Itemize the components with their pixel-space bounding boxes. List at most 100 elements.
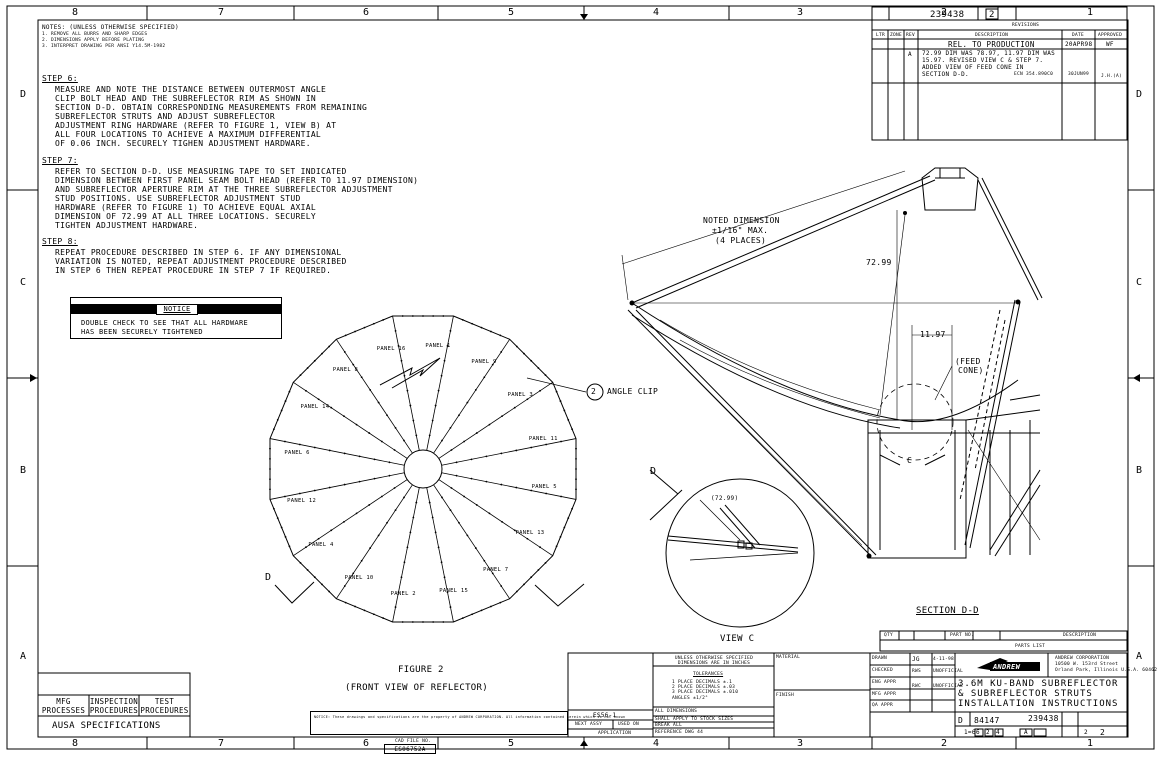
- section-arrow-left: [274, 581, 315, 604]
- step-7-title: STEP 7:: [42, 156, 78, 165]
- seam-bolt: [501, 415, 503, 418]
- seam-bolt: [328, 449, 331, 452]
- seam-bolt: [515, 449, 518, 452]
- tolerance-extra-1: ALL DIMENSIONS: [655, 709, 698, 714]
- seam-bolt: [400, 576, 403, 579]
- rim-bolt: [461, 617, 464, 620]
- notice-box: NOTICE DOUBLE CHECK TO SEE THAT ALL HARD…: [70, 297, 282, 339]
- panel-label: PANEL 12: [287, 498, 317, 505]
- rim-bolt: [328, 590, 331, 593]
- legal-notice-text: NOTICE: These drawings and specification…: [314, 715, 626, 719]
- rim-bolt: [523, 583, 525, 586]
- sheet-number: 2: [1084, 729, 1088, 736]
- seam-bolt: [409, 404, 412, 407]
- rim-bolt: [269, 478, 271, 481]
- panel-label: PANEL 11: [528, 435, 558, 442]
- rev-row2-line-3: ADDED VIEW OF FEED CONE IN: [922, 64, 1024, 71]
- drawing-size: D: [958, 716, 964, 725]
- zone-label-top-3: 3: [797, 7, 804, 18]
- checked-initials: RWS: [912, 669, 922, 674]
- zone-label-top-2: 2: [941, 7, 948, 18]
- rim-bolt: [344, 601, 347, 604]
- specs-title: AUSA SPECIFICATIONS: [52, 721, 161, 731]
- rim-bolt: [372, 322, 375, 325]
- note-line-1: 1. REMOVE ALL BURRS AND SHARP EDGES: [42, 32, 148, 37]
- noted-dimension-line-1: NOTED DIMENSION: [703, 216, 780, 225]
- rev-col-ltr: LTR: [876, 33, 886, 38]
- step-7-line: REFER TO SECTION D-D. USE MEASURING TAPE…: [55, 167, 347, 176]
- rim-bolt: [490, 330, 492, 333]
- seam-bolt: [343, 452, 346, 455]
- step-6-line: ADJUSTMENT RING HARDWARE (REFER TO FIGUR…: [55, 121, 337, 130]
- seam-bolt: [406, 546, 409, 549]
- seam-bolt: [455, 474, 458, 477]
- rim-bolt: [401, 621, 404, 623]
- zone-label-top-1: 1: [1087, 7, 1094, 18]
- step-7-line: AND SUBREFLECTOR APERTURE RIM AT THE THR…: [55, 185, 393, 194]
- tolerance-header-2: DIMENSIONS ARE IN INCHES: [677, 661, 751, 666]
- seam-bolt: [428, 501, 431, 504]
- section-mark-d-view-c: D: [650, 466, 657, 477]
- noted-dimension-line-2: ±1/16" MAX.: [712, 226, 769, 235]
- rim-bolt: [571, 507, 574, 510]
- panel-label: PANEL 13: [515, 530, 545, 537]
- rim-bolt: [567, 517, 570, 520]
- rim-bolt: [272, 507, 275, 510]
- rim-bolt: [284, 400, 287, 402]
- seam-bolt: [343, 483, 346, 486]
- title-rev-box: A: [1024, 729, 1028, 736]
- view-c-dimension: (72.99): [711, 495, 739, 502]
- rev-row2-approved: J.H.(A): [1101, 74, 1123, 79]
- company-logo-text: ANDREW: [993, 663, 1021, 671]
- seam-bolt: [458, 414, 460, 417]
- checked-status: UNOFFICIAL: [933, 669, 964, 674]
- rim-bolt: [530, 359, 533, 362]
- rim-bolt: [269, 488, 271, 491]
- rim-bolt: [563, 526, 566, 529]
- rim-bolt: [432, 621, 435, 623]
- seam-bolt: [328, 486, 331, 489]
- rim-bolt: [499, 601, 502, 604]
- seam-bolt: [474, 547, 477, 549]
- rim-bolt: [490, 605, 492, 608]
- seam-bolt: [313, 489, 316, 492]
- seam-bolt: [485, 480, 488, 483]
- seam-bolt: [513, 406, 516, 409]
- drawing-scale: 1=6: [964, 729, 976, 736]
- seam-bolt: [441, 496, 443, 499]
- zone-label-bottom-3: 3: [797, 738, 804, 749]
- panel-seam: [441, 472, 577, 500]
- step-6-line: MEASURE AND NOTE THE DISTANCE BETWEEN OU…: [55, 85, 327, 94]
- rim-bolt: [354, 330, 356, 333]
- rev-row2-line-4: SECTION D-D.: [922, 71, 969, 78]
- rev-row2-line-1: 72.99 DIM WAS 78.97, 11.97 DIM WAS: [922, 50, 1056, 57]
- step-6-line: OF 0.06 INCH. SECURELY TIGHEN ADJUSTMENT…: [55, 139, 311, 148]
- feed-cone-label-1: (FEED: [955, 357, 981, 366]
- spec-test-procedures: TEST PROCEDURES: [140, 697, 189, 715]
- rev-row2-letter: A: [908, 51, 912, 58]
- rim-bolt: [530, 576, 533, 579]
- seam-bolt: [440, 374, 443, 377]
- rim-bolt: [328, 345, 331, 348]
- seam-bolt: [393, 487, 396, 489]
- panel-seam: [335, 484, 413, 599]
- panel-seam: [392, 315, 420, 451]
- angle-clip-leader: [526, 377, 587, 393]
- panel-label: PANEL 10: [344, 574, 374, 581]
- seam-bolt: [403, 561, 406, 564]
- panel-label: PANEL 14: [300, 403, 330, 410]
- seam-bolt: [545, 492, 548, 495]
- seam-bolt: [386, 414, 388, 417]
- application-part: ES56-1: [593, 712, 617, 719]
- seam-bolt: [483, 376, 486, 379]
- rev-row2-line-2: 15.97. REVISED VIEW C & STEP 7.: [922, 57, 1044, 64]
- seam-bolt: [352, 363, 355, 366]
- rim-bolt: [559, 400, 562, 402]
- seam-bolt: [397, 591, 400, 594]
- application-used-on: USED ON: [618, 722, 640, 727]
- rim-bolt: [321, 352, 323, 355]
- seam-bolt: [440, 561, 443, 564]
- rim-bolt: [288, 545, 291, 548]
